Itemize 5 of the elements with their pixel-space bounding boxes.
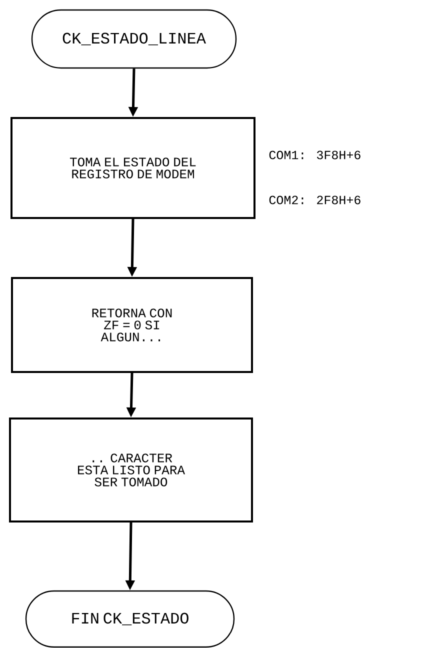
side-note: COM1: 3F8H+6 bbox=[269, 150, 360, 160]
process-box: .. CARACTER ESTA LISTO PARA SER TOMADO bbox=[9, 418, 253, 522]
side-note: COM2: 2F8H+6 bbox=[269, 196, 360, 204]
process-box: TOMA EL ESTADO DEL REGISTRO DE MODEM bbox=[10, 117, 256, 219]
process-box: RETORNA CON ZF = 0 SI ALGUN... bbox=[11, 277, 253, 373]
